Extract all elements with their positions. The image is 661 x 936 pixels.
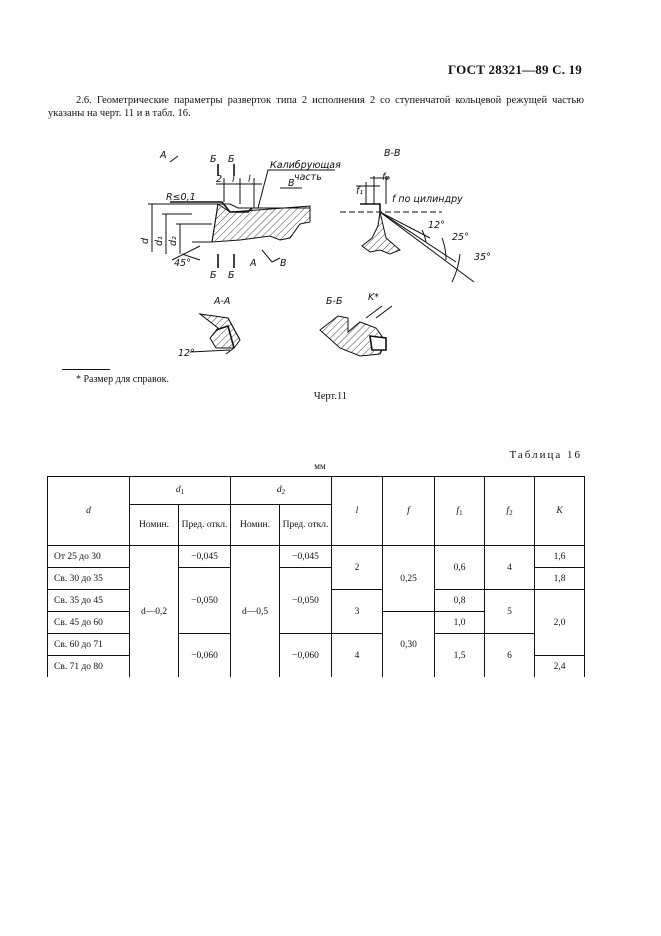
label-12: 12° [428, 220, 445, 231]
label-f1: f₁ [356, 186, 363, 197]
dim-l2: l [248, 174, 251, 185]
col-d: d [47, 476, 130, 546]
label-d2: d₂ [168, 236, 179, 246]
label-V-arrow: В [288, 178, 295, 189]
col-K: K [534, 476, 585, 546]
figure-caption: Черт.11 [313, 391, 348, 402]
label-K: K* [368, 292, 379, 303]
d1-nomin: d—0,2 [129, 545, 179, 677]
footnote-rule [62, 369, 110, 370]
technical-drawing: А Б Б 2 l l Калибрующая часть В R≤0,1 d … [140, 148, 491, 359]
label-V2: В [280, 258, 287, 269]
label-AA: А-А [213, 296, 230, 307]
table-row: Св. 45 до 60 0,30 1,0 [47, 611, 585, 677]
col-f1: f1 [434, 476, 485, 546]
label-BB: Б-Б [326, 296, 343, 307]
table-row: Св. 60 до 71 −0,060 −0,060 4 1,5 6 [47, 633, 585, 677]
col-d1-pred: Пред. откл. [178, 504, 231, 546]
label-25: 25° [452, 232, 469, 243]
col-d1: d1 [129, 476, 231, 505]
col-f2: f2 [484, 476, 535, 546]
table-16: d d1 d2 l f f1 f2 K Номин. Пред. откл. Н… [47, 476, 585, 677]
col-l: l [331, 476, 383, 546]
label-d1: d₁ [154, 236, 165, 246]
label-B3: Б [210, 270, 217, 281]
col-d2-nomin: Номин. [230, 504, 280, 546]
col-d2: d2 [230, 476, 332, 505]
d2-nomin: d—0,5 [230, 545, 280, 677]
col-f: f [382, 476, 435, 546]
label-B1: Б [210, 154, 217, 165]
label-B2: Б [228, 154, 235, 165]
label-35: 35° [474, 252, 491, 263]
label-45: 45° [174, 258, 191, 269]
section-paragraph: 2.6. Геометрические параметры разверток … [48, 95, 584, 119]
label-A: А [159, 150, 167, 161]
label-VV: В-В [384, 148, 400, 159]
col-d2-pred: Пред. откл. [279, 504, 332, 546]
table-row: Св. 30 до 35 −0,050 −0,050 1,8 [47, 567, 585, 634]
page-header: ГОСТ 28321—89 С. 19 [448, 62, 582, 77]
label-12b: 12° [178, 348, 195, 359]
label-R: R≤0,1 [166, 192, 196, 203]
table-row: От 25 до 30 d—0,2 −0,045 d—0,5 −0,045 2 … [47, 545, 585, 677]
table-row: Св. 71 до 80 2,4 [47, 655, 585, 677]
table-units: мм [314, 461, 326, 471]
calib-label-2: часть [294, 172, 322, 183]
calib-label-1: Калибрующая [270, 160, 341, 171]
label-B4: Б [228, 270, 235, 281]
label-A2: А [249, 258, 257, 269]
table-caption: Таблица 16 [509, 449, 582, 461]
label-f-cyl: f по цилиндру [392, 194, 463, 205]
dim-l1: l [232, 174, 235, 185]
footnote: * Размер для справок. [76, 374, 169, 385]
col-d1-nomin: Номин. [129, 504, 179, 546]
label-f2: f₂ [382, 172, 389, 183]
dim-2: 2 [216, 174, 222, 185]
label-d: d [140, 237, 151, 244]
